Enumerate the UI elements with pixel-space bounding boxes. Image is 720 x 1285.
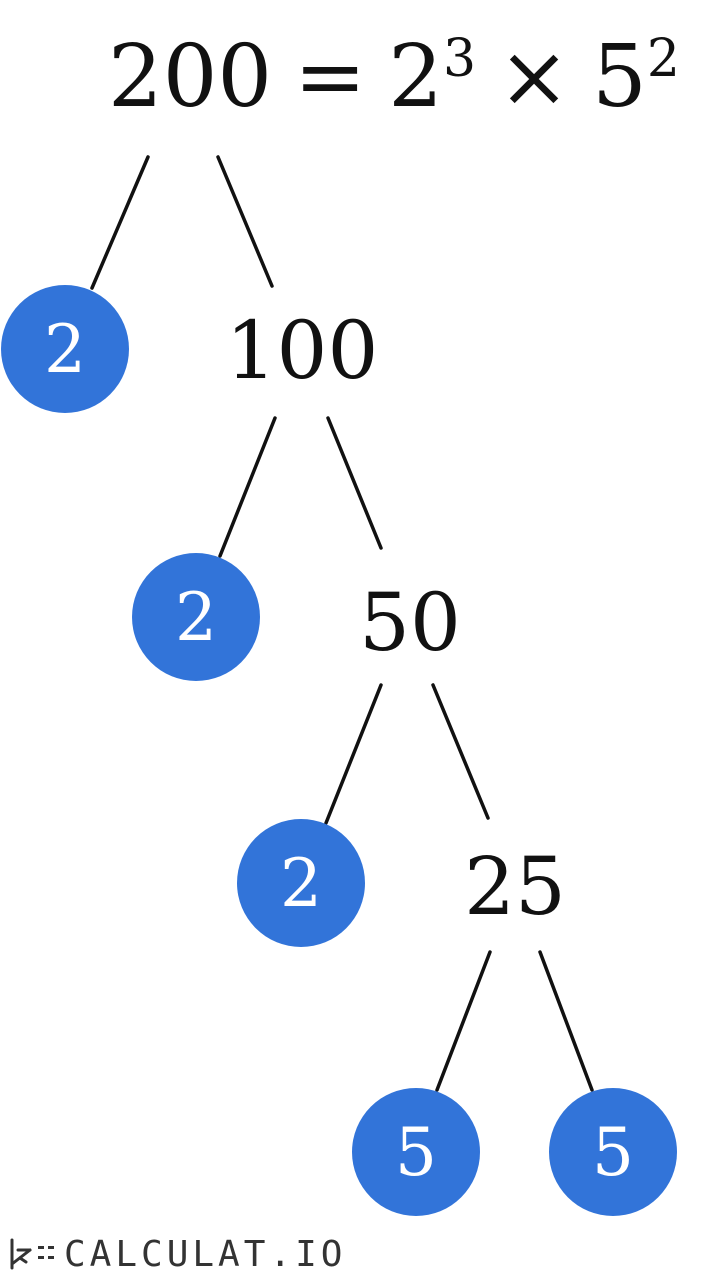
prime-leaf-2: 2 <box>237 819 365 947</box>
formula-exponent-2: 2 <box>646 29 680 89</box>
edge-100-to-2 <box>218 416 277 558</box>
edge-50-to-2 <box>324 683 383 825</box>
factorization-formula: 200=23×52 <box>108 22 708 132</box>
prime-leaf-2: 2 <box>132 553 260 681</box>
edge-100-to-50 <box>326 416 383 550</box>
formula-base-1: 2 <box>388 27 443 127</box>
edge-25-to-5a <box>435 950 492 1092</box>
calculator-pencil-icon <box>10 1238 54 1270</box>
prime-leaf-2: 2 <box>1 285 129 413</box>
node-100: 100 <box>225 304 379 397</box>
node-50: 50 <box>359 576 461 669</box>
brand-name: CALCULAT.IO <box>64 1233 347 1275</box>
formula-equals: = <box>294 27 367 127</box>
formula-exponent-1: 3 <box>442 29 477 89</box>
edge-25-to-5b <box>538 950 594 1092</box>
prime-leaf-5: 5 <box>549 1088 677 1216</box>
node-25: 25 <box>464 840 566 933</box>
brand-logo: CALCULAT.IO <box>6 1233 347 1275</box>
formula-times: × <box>498 27 571 127</box>
formula-base-2: 5 <box>592 27 647 127</box>
formula-number: 200 <box>108 27 273 127</box>
prime-leaf-5: 5 <box>352 1088 480 1216</box>
edge-200-to-100 <box>216 155 274 288</box>
edge-50-to-25 <box>431 683 490 820</box>
edge-200-to-2 <box>90 155 150 290</box>
